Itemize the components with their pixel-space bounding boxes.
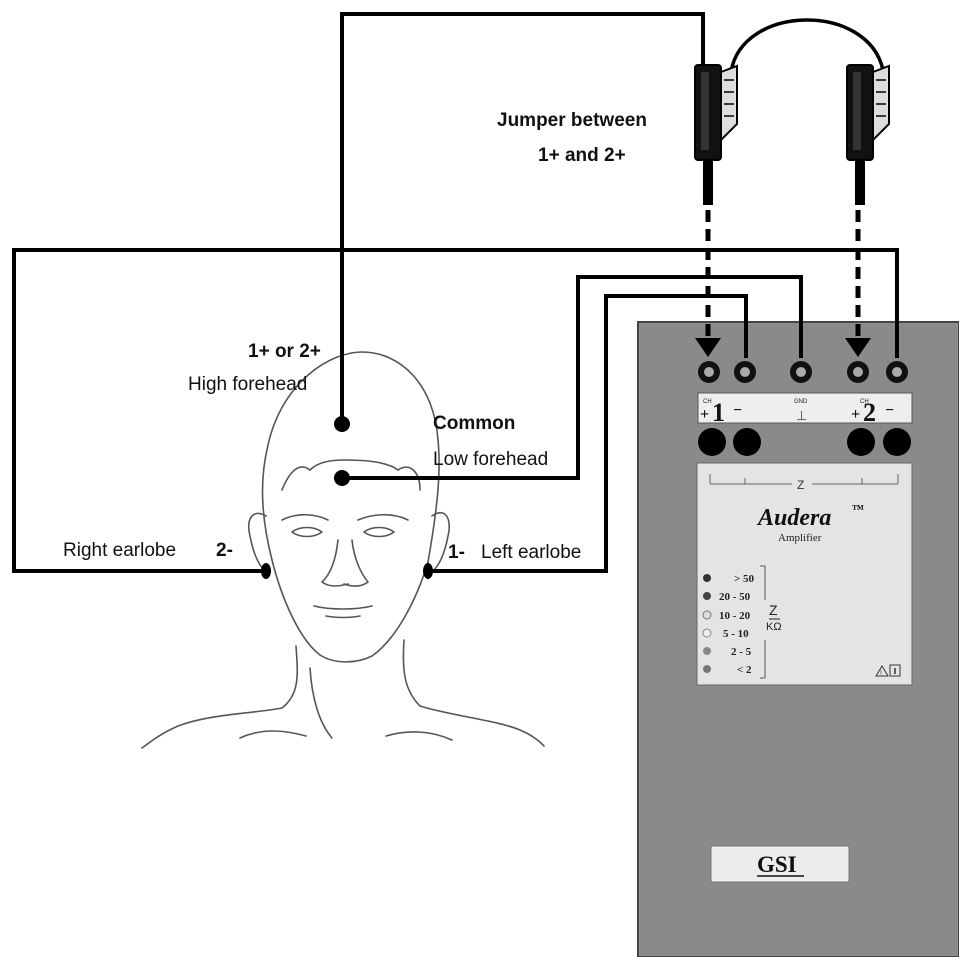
impedance-bracket bbox=[760, 565, 766, 679]
electrode-high-forehead bbox=[334, 416, 350, 432]
impedance-led bbox=[703, 665, 711, 673]
impedance-unit-z: Z bbox=[769, 602, 778, 618]
jack-ch2-minus[interactable] bbox=[886, 361, 908, 383]
gnd-symbol: ⊥ bbox=[796, 409, 807, 424]
z-bracket bbox=[709, 474, 899, 485]
wire-high-forehead bbox=[340, 12, 705, 422]
amplifier-subtitle: Amplifier bbox=[778, 532, 822, 544]
plug-1 bbox=[694, 64, 738, 205]
low-forehead-label: Low forehead bbox=[433, 449, 549, 470]
info-book-icon bbox=[889, 664, 901, 677]
jack-ch2-plus[interactable] bbox=[847, 361, 869, 383]
warning-icon: ! bbox=[875, 665, 889, 677]
ch2-small-label: CH bbox=[860, 399, 869, 405]
plug-2 bbox=[846, 64, 890, 205]
channel-label-strip bbox=[697, 392, 913, 424]
arrow-down-icon bbox=[695, 338, 721, 357]
gsi-logo: GSI bbox=[757, 852, 797, 877]
wire-low-forehead bbox=[342, 275, 803, 480]
ch2-minus-label: − bbox=[885, 402, 894, 419]
ch2-plus-label: + bbox=[851, 406, 860, 423]
impedance-level: 5 - 10 bbox=[723, 628, 749, 640]
svg-text:!: ! bbox=[880, 670, 882, 677]
impedance-led bbox=[703, 592, 711, 600]
common-label: Common bbox=[433, 413, 516, 434]
insertion-arrows bbox=[695, 210, 871, 357]
impedance-level: 10 - 20 bbox=[719, 610, 751, 622]
right-earlobe-channel: 2- bbox=[216, 540, 233, 561]
impedance-panel bbox=[696, 462, 913, 686]
high-forehead-position: 1+ or 2+ bbox=[248, 341, 321, 362]
ch1-plus-label: + bbox=[700, 406, 709, 423]
impedance-level: 20 - 50 bbox=[719, 591, 751, 603]
z-bracket-label: Z bbox=[797, 478, 804, 492]
impedance-level: < 2 bbox=[737, 664, 752, 676]
wire-left-earlobe bbox=[428, 294, 748, 573]
trademark-symbol: ™ bbox=[852, 502, 864, 516]
impedance-led bbox=[702, 628, 712, 638]
electrode-low-forehead bbox=[334, 470, 350, 486]
gnd-small-label: GND bbox=[794, 399, 808, 405]
ch2-number-label: 2 bbox=[863, 398, 876, 427]
jack-ground[interactable] bbox=[790, 361, 812, 383]
impedance-led-list: > 50 20 - 50 10 - 20 5 - 10 2 - 5 < 2 bbox=[702, 573, 755, 676]
head-outline bbox=[141, 351, 545, 749]
electrode-left-earlobe bbox=[423, 563, 433, 579]
electrode-button-ch1-minus[interactable] bbox=[733, 428, 761, 456]
electrode-wires bbox=[12, 12, 899, 573]
impedance-led bbox=[703, 574, 711, 582]
left-earlobe-channel: 1- bbox=[448, 542, 465, 563]
right-earlobe-label: Right earlobe bbox=[63, 540, 177, 561]
impedance-level: 2 - 5 bbox=[731, 646, 752, 658]
jumper-label-line2: 1+ and 2+ bbox=[538, 145, 626, 166]
ch1-number-label: 1 bbox=[712, 398, 725, 427]
electrode-right-earlobe bbox=[261, 563, 271, 579]
impedance-level: > 50 bbox=[734, 573, 755, 585]
ch1-minus-label: − bbox=[733, 402, 742, 419]
jack-ch1-minus[interactable] bbox=[734, 361, 756, 383]
ch1-small-label: CH bbox=[703, 399, 712, 405]
electrode-button-ch1-plus[interactable] bbox=[698, 428, 726, 456]
arrow-down-icon bbox=[845, 338, 871, 357]
jack-ch1-plus[interactable] bbox=[698, 361, 720, 383]
impedance-led bbox=[702, 610, 712, 620]
wire-right-earlobe bbox=[12, 248, 899, 573]
jumper-label-line1: Jumper between bbox=[497, 110, 647, 131]
left-earlobe-label: Left earlobe bbox=[481, 542, 582, 563]
electrode-button-ch2-plus[interactable] bbox=[847, 428, 875, 456]
brand-name: Audera bbox=[756, 505, 831, 531]
jumper-arc bbox=[729, 18, 885, 73]
audera-amplifier: CH + 1 − GND ⊥ CH + 2 − Z Audera ™ Ampli… bbox=[637, 321, 959, 957]
impedance-unit-kohm: KΩ bbox=[766, 621, 782, 633]
high-forehead-label: High forehead bbox=[188, 374, 308, 395]
electrode-button-ch2-minus[interactable] bbox=[883, 428, 911, 456]
impedance-led bbox=[703, 647, 711, 655]
